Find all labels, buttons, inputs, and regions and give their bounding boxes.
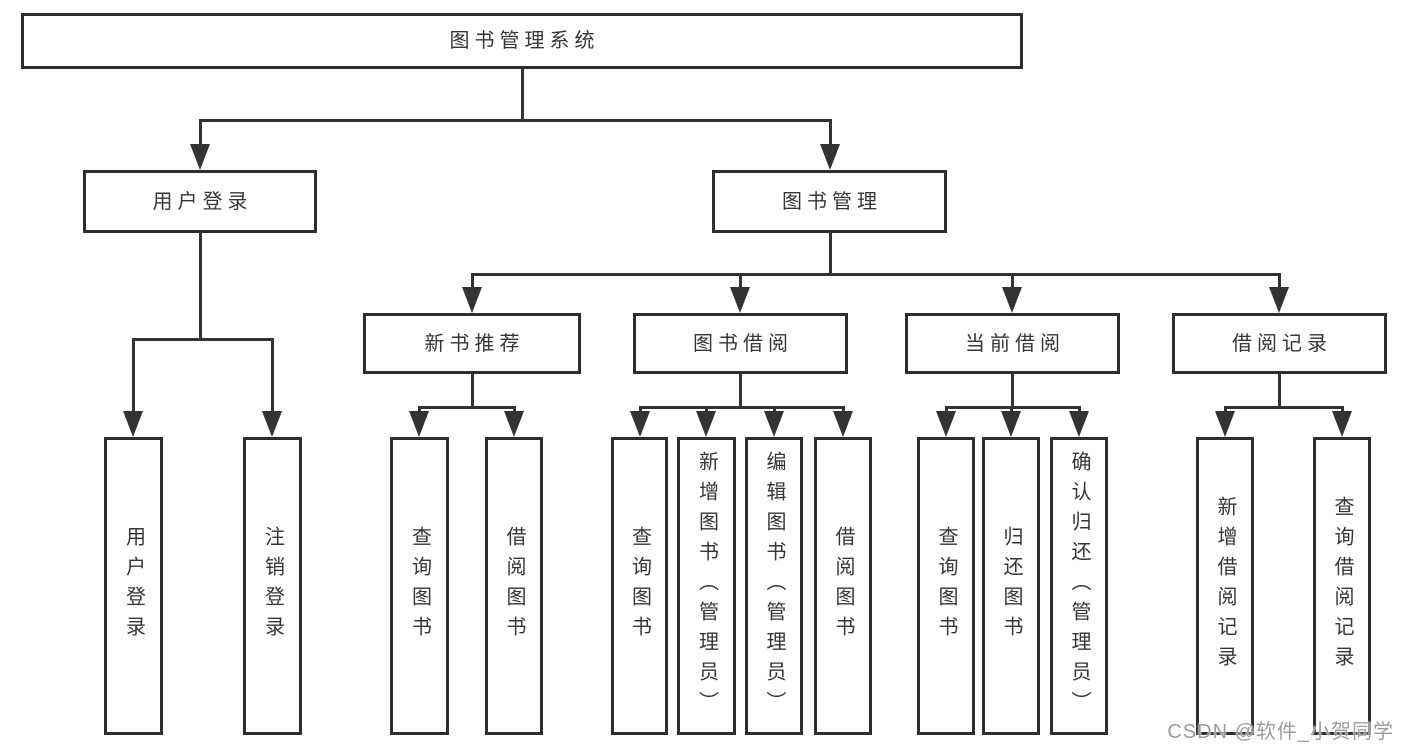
node-query-books-3: 查询图书	[917, 437, 975, 735]
arrowhead-down-icon	[764, 411, 784, 437]
node-label-root: 图书管理系统	[449, 30, 600, 52]
connector-trunk-user-login	[199, 231, 202, 341]
arrowhead-down-icon	[123, 411, 143, 437]
node-label-query-books-1: 查询图书	[408, 526, 431, 646]
arrowhead-down-icon	[409, 411, 429, 437]
connector-stem-new-book-recommend-0	[418, 406, 421, 415]
arrowhead-down-icon	[833, 411, 853, 437]
connector-stem-current-borrowing-1	[1010, 406, 1013, 415]
connector-trunk-root	[521, 67, 524, 122]
arrowhead-down-icon	[1269, 287, 1289, 313]
node-label-query-books-2: 查询图书	[628, 526, 651, 646]
connector-trunk-book-management	[829, 231, 832, 276]
node-label-borrow-books-1: 借阅图书	[503, 526, 525, 646]
node-edit-books-admin: 编辑图书（管理员）	[745, 437, 803, 735]
connector-stem-borrowing-records-1	[1341, 406, 1344, 415]
node-label-new-book-recommend: 新书推荐	[424, 332, 525, 355]
node-label-current-borrowing: 当前借阅	[965, 332, 1065, 355]
connector-bar-book-management	[471, 273, 1281, 276]
connector-stem-user-login-1	[271, 338, 274, 415]
node-confirm-return-admin: 确认归还（管理员）	[1050, 437, 1108, 735]
node-label-query-books-3: 查询图书	[935, 526, 957, 646]
connector-stem-book-borrowing-2	[773, 406, 776, 415]
connector-bar-current-borrowing	[945, 406, 1081, 409]
arrowhead-down-icon	[696, 411, 716, 437]
node-label-edit-books-admin: 编辑图书（管理员）	[763, 451, 785, 721]
connector-bar-new-book-recommend	[418, 406, 516, 409]
node-return-books: 归还图书	[982, 437, 1040, 735]
node-label-add-borrow-record: 新增借阅记录	[1214, 496, 1236, 676]
node-logout-leaf: 注销登录	[243, 437, 302, 735]
node-book-borrowing: 图书借阅	[633, 313, 848, 374]
arrowhead-down-icon	[1332, 411, 1352, 437]
node-label-query-borrow-record: 查询借阅记录	[1331, 496, 1353, 676]
connector-trunk-new-book-recommend	[471, 372, 474, 409]
node-add-borrow-record: 新增借阅记录	[1196, 437, 1254, 735]
connector-stem-user-login-0	[132, 338, 135, 415]
node-label-user-login-leaf: 用户登录	[122, 526, 145, 646]
node-add-books-admin: 新增图书（管理员）	[677, 437, 736, 735]
arrowhead-down-icon	[936, 411, 956, 437]
connector-bar-borrowing-records	[1224, 406, 1344, 409]
node-query-borrow-record: 查询借阅记录	[1313, 437, 1371, 735]
connector-bar-root	[199, 119, 832, 122]
node-current-borrowing: 当前借阅	[905, 313, 1120, 374]
connector-trunk-book-borrowing	[739, 372, 742, 409]
connector-stem-current-borrowing-2	[1078, 406, 1081, 415]
connector-stem-book-management-1	[739, 273, 742, 291]
arrowhead-down-icon	[730, 287, 750, 313]
arrowhead-down-icon	[504, 411, 524, 437]
node-query-books-2: 查询图书	[611, 437, 668, 735]
node-label-logout-leaf: 注销登录	[261, 526, 284, 646]
node-new-book-recommend: 新书推荐	[363, 313, 581, 374]
node-label-user-login: 用户登录	[152, 190, 253, 213]
arrowhead-down-icon	[1001, 411, 1021, 437]
connector-trunk-borrowing-records	[1278, 372, 1281, 409]
connector-stem-borrowing-records-0	[1224, 406, 1227, 415]
connector-stem-book-management-3	[1278, 273, 1281, 291]
node-borrow-books-1: 借阅图书	[485, 437, 543, 735]
node-label-add-books-admin: 新增图书（管理员）	[695, 451, 718, 721]
node-label-borrow-books-2: 借阅图书	[832, 526, 854, 646]
arrowhead-down-icon	[820, 144, 840, 170]
node-book-management: 图书管理	[712, 170, 947, 233]
node-user-login: 用户登录	[83, 170, 317, 233]
connector-stem-current-borrowing-0	[945, 406, 948, 415]
arrowhead-down-icon	[630, 411, 650, 437]
arrowhead-down-icon	[1215, 411, 1235, 437]
node-label-book-management: 图书管理	[782, 190, 882, 213]
connector-stem-book-management-0	[471, 273, 474, 291]
arrowhead-down-icon	[262, 411, 282, 437]
arrowhead-down-icon	[1002, 287, 1022, 313]
connector-bar-book-borrowing	[639, 406, 845, 409]
connector-trunk-current-borrowing	[1011, 372, 1014, 409]
arrowhead-down-icon	[190, 144, 210, 170]
connector-bar-user-login	[132, 338, 274, 341]
node-label-book-borrowing: 图书借阅	[693, 332, 793, 355]
node-borrow-books-2: 借阅图书	[814, 437, 872, 735]
arrowhead-down-icon	[1069, 411, 1089, 437]
connector-stem-book-borrowing-3	[842, 406, 845, 415]
connector-stem-new-book-recommend-1	[513, 406, 516, 415]
node-label-borrowing-records: 借阅记录	[1232, 332, 1332, 355]
connector-stem-root-1	[829, 119, 832, 148]
node-query-books-1: 查询图书	[390, 437, 449, 735]
connector-stem-book-borrowing-0	[639, 406, 642, 415]
node-root: 图书管理系统	[21, 13, 1023, 69]
node-label-confirm-return-admin: 确认归还（管理员）	[1068, 451, 1090, 721]
connector-stem-book-management-2	[1011, 273, 1014, 291]
node-borrowing-records: 借阅记录	[1172, 313, 1387, 374]
arrowhead-down-icon	[462, 287, 482, 313]
node-user-login-leaf: 用户登录	[104, 437, 163, 735]
connector-stem-book-borrowing-1	[705, 406, 708, 415]
node-label-return-books: 归还图书	[1000, 526, 1022, 646]
watermark: CSDN @软件_小贺同学	[1167, 721, 1394, 743]
connector-stem-root-0	[199, 119, 202, 148]
